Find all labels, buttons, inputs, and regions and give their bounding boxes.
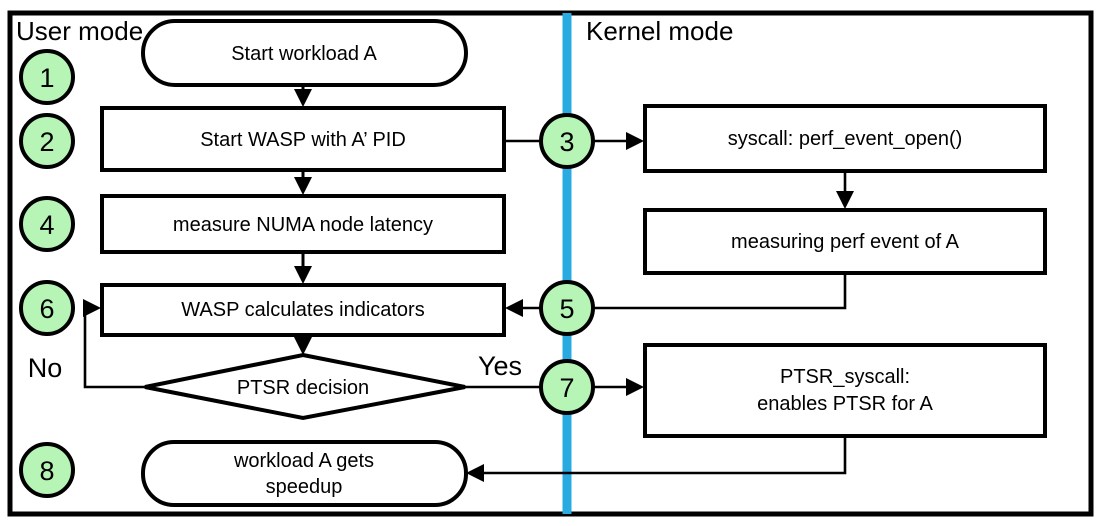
node-workload-speedup-label-line1: workload A gets	[233, 450, 374, 472]
step-badge-7-label: 7	[559, 373, 574, 403]
node-wasp-calculates-indicators[interactable]	[100, 283, 506, 337]
node-start-workload-a-label: Start workload A	[231, 43, 377, 65]
node-workload-speedup-label-line2: speedup	[266, 476, 343, 498]
step-badge-4-label: 4	[39, 210, 54, 240]
node-workload-speedup[interactable]	[141, 440, 468, 507]
lane-label-user-mode: User mode	[16, 16, 143, 46]
step-badge-6[interactable]	[19, 280, 75, 336]
step-badge-5-label: 5	[559, 294, 574, 324]
node-ptsr-decision-label: PTSR decision	[237, 377, 369, 399]
lane-label-kernel-mode: Kernel mode	[586, 16, 733, 46]
node-wasp-calculates-indicators-label: WASP calculates indicators	[181, 299, 424, 321]
node-ptsr-decision[interactable]	[144, 352, 466, 421]
node-measuring-perf-event[interactable]	[643, 208, 1047, 275]
step-badge-3[interactable]	[539, 113, 595, 169]
step-badge-1[interactable]	[19, 49, 75, 105]
edge-decision-no-loop	[82, 298, 145, 389]
diagram-frame	[7, 10, 1094, 517]
step-badge-6-label: 6	[39, 294, 54, 324]
node-ptsr-syscall-label-line1: PTSR_syscall:	[780, 366, 910, 388]
step-badge-1-label: 1	[39, 63, 54, 93]
node-start-workload-a[interactable]	[141, 19, 468, 87]
node-ptsr-syscall-label-line2: enables PTSR for A	[757, 393, 933, 415]
node-start-wasp[interactable]	[100, 106, 506, 172]
node-ptsr-syscall[interactable]	[643, 343, 1047, 438]
step-badge-5[interactable]	[539, 280, 595, 336]
step-badge-2[interactable]	[19, 113, 75, 169]
step-badge-8-label: 8	[39, 456, 54, 486]
branch-label-no: No	[28, 353, 63, 383]
edge-measuring-to-step5	[593, 273, 847, 310]
step-badge-7[interactable]	[539, 359, 595, 415]
node-measuring-perf-event-label: measuring perf event of A	[731, 231, 960, 253]
node-syscall-perf-event-open[interactable]	[643, 104, 1047, 173]
step-badge-2-label: 2	[39, 127, 54, 157]
node-start-wasp-label: Start WASP with A’ PID	[200, 129, 406, 151]
node-measure-numa-latency[interactable]	[100, 194, 506, 254]
node-syscall-perf-event-open-label: syscall: perf_event_open()	[728, 128, 963, 150]
branch-label-yes: Yes	[478, 351, 522, 381]
step-badge-3-label: 3	[559, 127, 574, 157]
node-measure-numa-latency-label: measure NUMA node latency	[173, 214, 433, 236]
step-badge-8[interactable]	[19, 442, 75, 498]
edge-ptsr-to-speedup	[465, 436, 847, 483]
step-badge-4[interactable]	[19, 196, 75, 252]
